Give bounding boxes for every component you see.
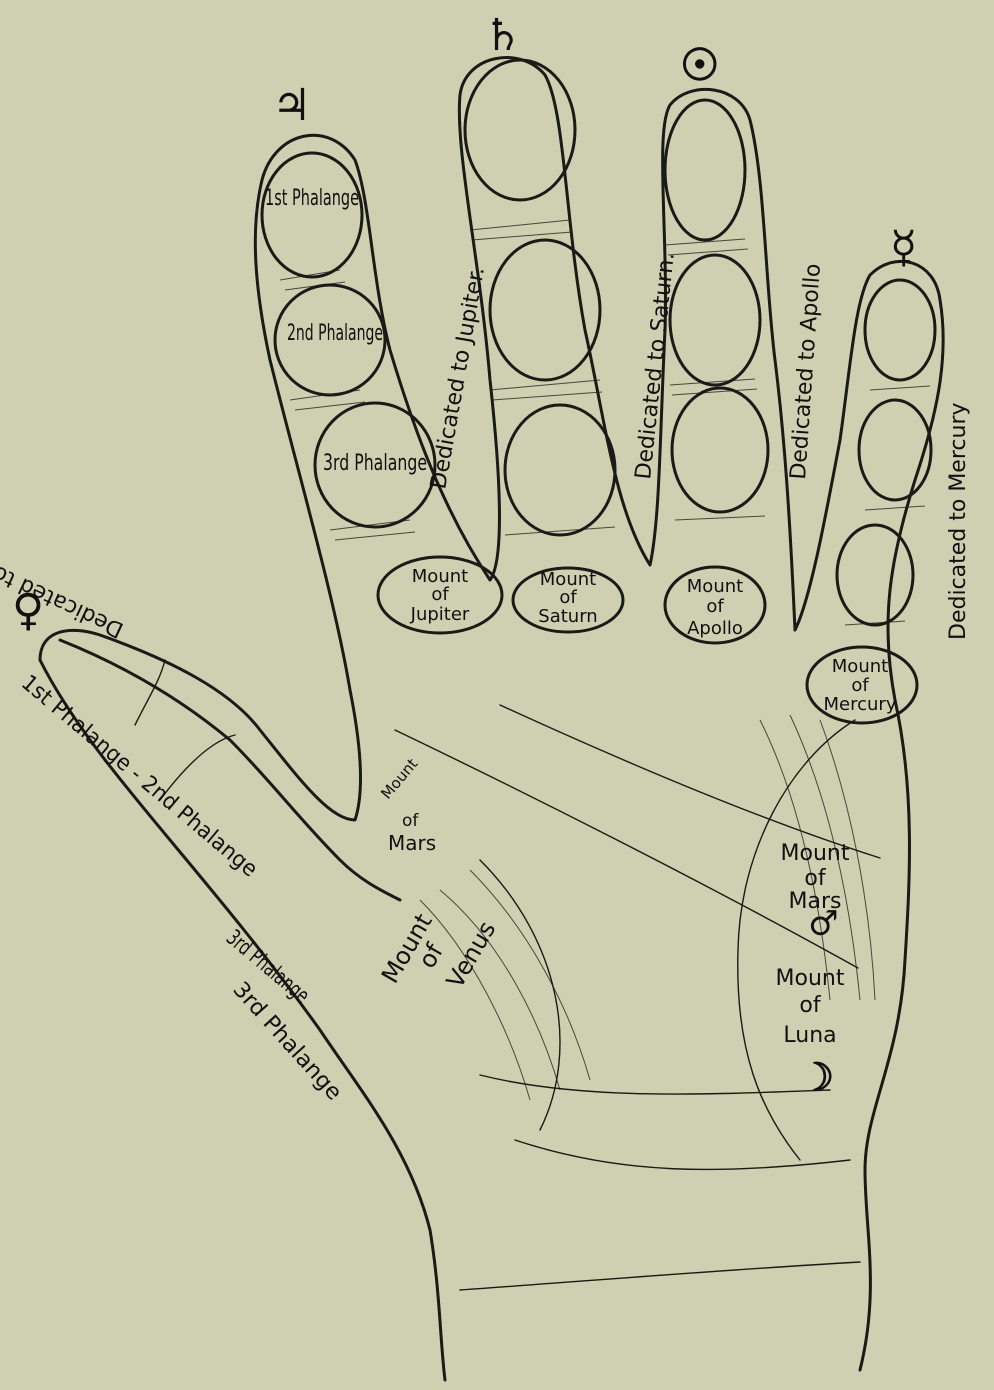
thumb-phalanges-label: 1st Phalange - 2nd Phalange bbox=[16, 670, 262, 882]
svg-text:Mars: Mars bbox=[388, 831, 436, 855]
svg-text:of: of bbox=[402, 811, 419, 831]
svg-text:of: of bbox=[706, 596, 724, 617]
jupiter-symbol-icon: ♃ bbox=[272, 80, 311, 131]
svg-text:Mount: Mount bbox=[781, 841, 850, 866]
phalange-2-label: 2nd Phalange bbox=[287, 321, 383, 346]
wrist-crease-2 bbox=[515, 1140, 850, 1170]
svg-text:Venus: Venus bbox=[441, 916, 501, 993]
svg-text:Mount: Mount bbox=[832, 656, 888, 677]
mount-saturn-label: Mount of Saturn bbox=[538, 569, 597, 627]
mount-luna-label: Mount of Luna bbox=[776, 966, 845, 1048]
mount-venus-outline bbox=[480, 860, 560, 1130]
svg-text:of: of bbox=[559, 587, 577, 608]
mount-mercury-label: Mount of Mercury bbox=[824, 656, 897, 715]
phalange-1-label: 1st Phalange bbox=[265, 186, 359, 211]
moon-symbol-icon: ☽ bbox=[800, 1054, 834, 1099]
svg-text:of: of bbox=[851, 675, 869, 696]
svg-text:Mount: Mount bbox=[776, 966, 845, 991]
dedicated-jupiter-label: Dedicated to Jupiter. bbox=[426, 265, 490, 491]
apollo-finger-phalanges bbox=[665, 100, 768, 643]
svg-text:Apollo: Apollo bbox=[687, 618, 743, 639]
wrist-crease-3 bbox=[460, 1262, 860, 1290]
dedicated-mercury-label: Dedicated to Mercury bbox=[946, 402, 971, 640]
sun-symbol-icon: ☉ bbox=[680, 40, 719, 91]
mount-apollo-label: Mount of Apollo bbox=[687, 576, 743, 639]
hand-outline bbox=[40, 58, 943, 1370]
svg-text:of: of bbox=[804, 866, 826, 891]
svg-text:Mount: Mount bbox=[377, 755, 421, 803]
dedicated-apollo-label: Dedicated to Apollo bbox=[786, 263, 826, 481]
thumb-crease-1 bbox=[135, 660, 165, 725]
svg-text:Jupiter: Jupiter bbox=[410, 604, 470, 625]
mount-mars-upper-label: Mount of Mars bbox=[377, 755, 436, 855]
mercury-symbol-icon: ☿ bbox=[890, 222, 917, 273]
saturn-symbol-icon: ♄ bbox=[483, 10, 522, 61]
saturn-finger-phalanges bbox=[465, 60, 623, 632]
mount-jupiter-label: Mount of Jupiter bbox=[410, 566, 470, 625]
svg-text:Luna: Luna bbox=[783, 1023, 836, 1048]
phalange-3-label: 3rd Phalange bbox=[323, 451, 427, 476]
svg-text:Mars: Mars bbox=[789, 889, 842, 914]
wrist-left-line bbox=[40, 660, 445, 1380]
svg-text:Mount: Mount bbox=[687, 576, 743, 597]
svg-text:Mercury: Mercury bbox=[824, 694, 897, 715]
svg-text:Saturn: Saturn bbox=[538, 606, 597, 627]
mount-mars-lower-label: Mount of Mars bbox=[781, 841, 850, 914]
svg-text:of: of bbox=[799, 993, 821, 1018]
svg-text:of: of bbox=[431, 584, 449, 605]
wrist-crease-1 bbox=[480, 1075, 830, 1094]
mount-venus-label: Mount of Venus bbox=[376, 909, 501, 993]
